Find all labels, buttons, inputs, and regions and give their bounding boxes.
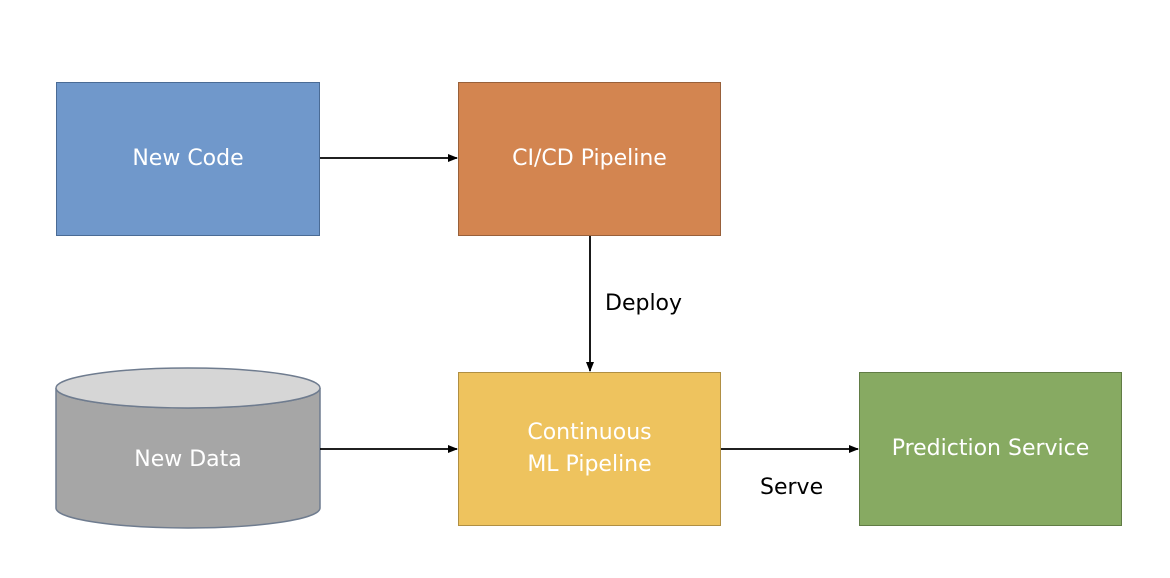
new-code-label: New Code [132,146,244,171]
prediction-service-label: Prediction Service [891,436,1090,461]
new-data-cylinder [55,367,321,529]
cicd-pipeline-node: CI/CD Pipeline [458,82,721,236]
new-data-node: New Data [56,430,320,488]
new-code-node: New Code [56,82,320,236]
continuous-ml-pipeline-node: Continuous ML Pipeline [458,372,721,526]
cicd-pipeline-label: CI/CD Pipeline [512,146,667,171]
prediction-service-node: Prediction Service [859,372,1122,526]
serve-edge-label: Serve [760,475,824,500]
ml-pipeline-label-line2: ML Pipeline [527,452,652,477]
new-data-label: New Data [134,446,242,472]
ml-pipeline-label-line1: Continuous [527,420,652,445]
deploy-edge-label: Deploy [605,291,683,316]
